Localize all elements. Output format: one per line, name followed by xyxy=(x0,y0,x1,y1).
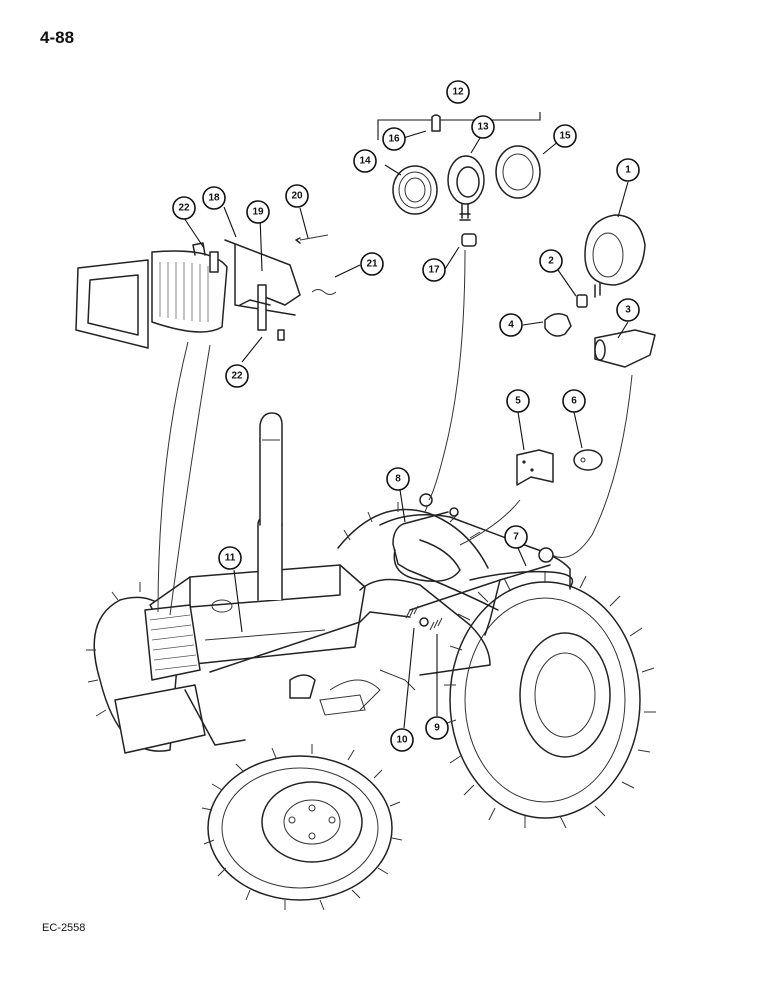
exhaust-pipe xyxy=(257,412,283,601)
callout-15: 15 xyxy=(553,124,577,148)
svg-text:15: 15 xyxy=(559,131,571,142)
svg-text:2: 2 xyxy=(548,256,554,267)
svg-text:10: 10 xyxy=(396,735,408,746)
svg-text:16: 16 xyxy=(388,134,400,145)
right-lamp-parts xyxy=(516,214,656,486)
svg-text:8: 8 xyxy=(395,474,401,485)
svg-text:19: 19 xyxy=(252,207,264,218)
svg-text:18: 18 xyxy=(208,193,220,204)
svg-text:22: 22 xyxy=(231,371,243,382)
callout-3: 3 xyxy=(616,298,640,322)
rear-wheel-left xyxy=(337,501,489,569)
callout-19: 19 xyxy=(246,200,270,224)
svg-text:7: 7 xyxy=(513,532,519,543)
svg-text:5: 5 xyxy=(515,396,521,407)
figure-code: EC-2558 xyxy=(42,922,86,934)
rear-wheel-right xyxy=(443,571,656,829)
callout-2: 2 xyxy=(539,249,563,273)
hood xyxy=(114,564,366,754)
callout-10: 10 xyxy=(390,728,414,752)
rear-lamp-assembly xyxy=(377,112,541,247)
svg-text:12: 12 xyxy=(452,87,464,98)
svg-text:3: 3 xyxy=(625,305,631,316)
svg-text:6: 6 xyxy=(571,396,577,407)
callout-4: 4 xyxy=(499,313,523,337)
page-number: 4-88 xyxy=(40,28,75,47)
harness-routes xyxy=(157,249,633,616)
callout-18: 18 xyxy=(202,186,226,210)
work-lamp-assembly xyxy=(75,234,337,349)
svg-text:22: 22 xyxy=(178,203,190,214)
callout-14: 14 xyxy=(353,149,377,173)
tractor-illustration xyxy=(86,412,656,911)
callout-20: 20 xyxy=(285,184,309,208)
callout-8: 8 xyxy=(386,467,410,491)
callout-22-lower: 22 xyxy=(225,364,249,388)
svg-text:20: 20 xyxy=(291,191,303,202)
callout-7: 7 xyxy=(504,525,528,549)
callout-17: 17 xyxy=(422,258,446,282)
svg-text:11: 11 xyxy=(225,553,236,564)
svg-text:13: 13 xyxy=(477,122,489,133)
callout-5: 5 xyxy=(506,389,530,413)
svg-text:17: 17 xyxy=(428,265,440,276)
svg-text:14: 14 xyxy=(359,156,371,167)
callout-16: 16 xyxy=(382,127,406,151)
fender-area xyxy=(289,514,574,716)
svg-text:21: 21 xyxy=(366,259,378,270)
callout-11: 11 xyxy=(218,546,242,570)
callout-13: 13 xyxy=(471,115,495,139)
callout-1: 1 xyxy=(616,158,640,182)
callout-12: 12 xyxy=(446,80,470,104)
svg-text:1: 1 xyxy=(625,165,631,176)
callout-21: 21 xyxy=(360,252,384,276)
callout-9: 9 xyxy=(425,716,449,740)
front-wheel-right xyxy=(201,744,403,911)
svg-text:9: 9 xyxy=(434,723,440,734)
callout-6: 6 xyxy=(562,389,586,413)
callouts: 1 2 3 4 5 6 7 8 9 10 11 12 13 14 15 16 1… xyxy=(172,80,640,752)
callout-22-upper: 22 xyxy=(172,196,196,220)
svg-text:4: 4 xyxy=(508,320,514,331)
